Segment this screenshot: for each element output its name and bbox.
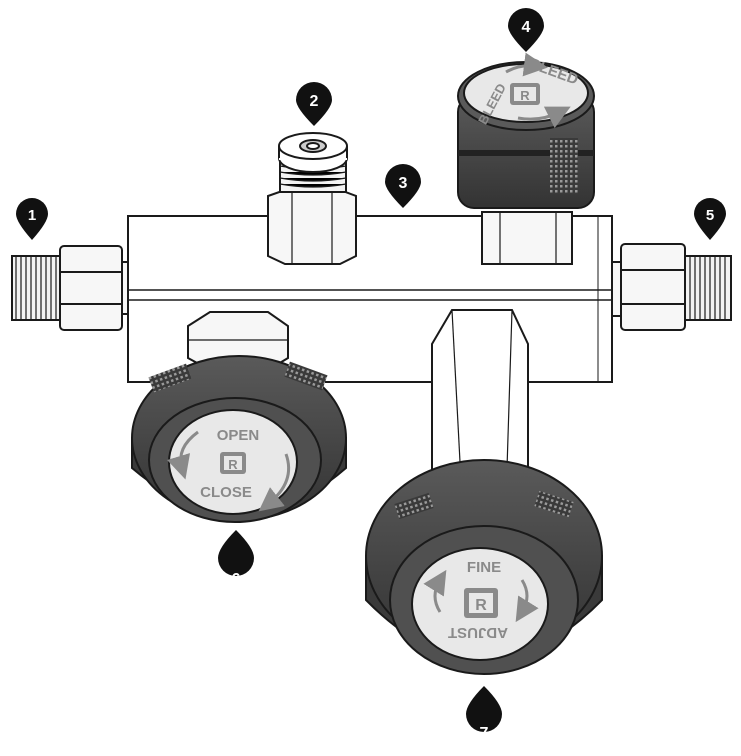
adjust-label: ADJUST (448, 624, 508, 641)
callout-marker-3: 3 (385, 164, 421, 208)
svg-text:R: R (475, 597, 487, 614)
open-close-logo-icon: R (220, 452, 246, 474)
test-port-connector (267, 132, 357, 265)
callout-marker-2: 2 (296, 82, 332, 126)
open-rotate-arrow-icon (167, 430, 199, 480)
svg-text:5: 5 (706, 207, 714, 224)
right-port-fitting (604, 243, 732, 331)
fine-adjust-valve: R FINE ADJUST (365, 459, 603, 675)
callout-marker-6: 6 (218, 530, 254, 588)
bleed-rotate-arrow-bottom-icon (517, 106, 571, 129)
bleed-rotate-arrow-icon (505, 52, 548, 77)
callout-marker-5: 5 (694, 198, 726, 240)
left-port-fitting (11, 245, 137, 331)
svg-text:1: 1 (28, 207, 36, 224)
open-close-valve: R OPEN CLOSE (131, 311, 347, 523)
open-label: OPEN (217, 427, 260, 444)
svg-text:R: R (228, 457, 238, 472)
fine-rotate-right-arrow-icon (515, 579, 539, 623)
svg-text:2: 2 (310, 93, 319, 110)
bleed-valve: R BLEED BLEED (457, 52, 595, 265)
callout-marker-4: 4 (508, 8, 544, 52)
svg-text:3: 3 (399, 175, 408, 192)
svg-text:R: R (520, 88, 530, 103)
callout-marker-7: 7 (466, 686, 502, 742)
fine-label: FINE (467, 559, 501, 576)
fine-adjust-logo-icon: R (464, 588, 498, 618)
close-label: CLOSE (200, 484, 252, 501)
callout-marker-1: 1 (16, 198, 48, 240)
svg-text:6: 6 (232, 571, 241, 588)
svg-text:4: 4 (522, 19, 531, 36)
svg-text:7: 7 (480, 725, 489, 742)
close-rotate-arrow-icon (258, 453, 291, 512)
bleed-logo-icon: R (510, 83, 540, 105)
fine-rotate-left-arrow-icon (423, 569, 447, 613)
